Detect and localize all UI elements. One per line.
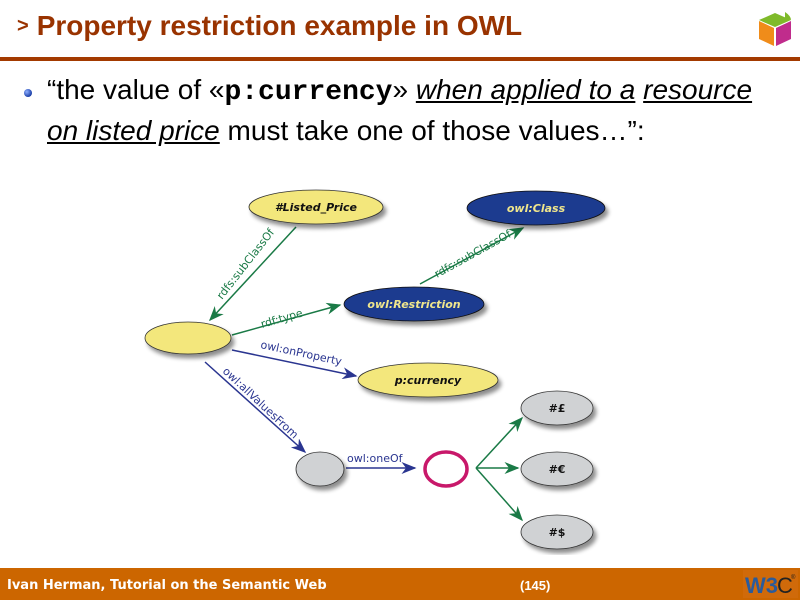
slide-header: > Property restriction example in OWL	[0, 0, 800, 61]
label-subclass-2: rdfs:subClassOf	[432, 227, 514, 281]
emphasis-1: when applied to a	[415, 74, 636, 105]
edge-rdf-type	[231, 302, 342, 336]
slide-title-text: Property restriction example in OWL	[36, 10, 523, 41]
svg-text:#€: #€	[549, 463, 566, 476]
chevron-icon: >	[17, 15, 29, 37]
node-blank-restriction	[144, 321, 232, 355]
edge-list-dollar	[475, 467, 523, 522]
label-subclass-1: rdfs:subClassOf	[214, 225, 278, 301]
svg-text:owl:Class: owl:Class	[507, 202, 566, 215]
svg-text:W3: W3	[745, 573, 778, 598]
owl-restriction-diagram: rdfs:subClassOf rdf:type rdfs:subClassOf…	[144, 189, 606, 550]
svg-text:p:currency: p:currency	[394, 374, 462, 387]
bullet-icon	[24, 89, 32, 97]
label-all-values-from: owl:allValuesFrom	[220, 365, 301, 442]
edge-on-property	[231, 349, 358, 380]
node-pound: #£	[520, 390, 594, 426]
node-blank-class	[295, 451, 345, 487]
edge-subclass-2	[419, 227, 525, 285]
emphasis-2: resource on listed price	[47, 74, 753, 146]
node-euro: #€	[520, 451, 594, 487]
footer-author: Ivan Herman, Tutorial on the Semantic We…	[7, 578, 327, 593]
svg-text:#Listed_Price: #Listed_Price	[275, 201, 358, 214]
svg-text:#$: #$	[549, 526, 566, 539]
label-on-property: owl:onProperty	[259, 338, 343, 368]
edge-all-values-from	[204, 361, 307, 454]
bullet-text: “the value of «p:currency» when applied …	[47, 74, 753, 146]
svg-text:#£: #£	[549, 402, 566, 415]
node-dollar: #$	[520, 514, 594, 550]
slide-footer: Ivan Herman, Tutorial on the Semantic We…	[0, 568, 800, 600]
svg-text:C: C	[777, 573, 793, 598]
node-owl-class: owl:Class	[466, 190, 606, 226]
label-one-of: owl:oneOf	[347, 452, 404, 465]
w3c-logo-icon: W3 C ®	[743, 570, 798, 598]
node-listed-price: #Listed_Price	[248, 189, 384, 225]
edge-subclass-1	[208, 226, 297, 322]
node-list-ring	[423, 450, 469, 488]
edge-list-pound	[475, 416, 524, 469]
semantic-web-cube-icon	[759, 12, 791, 46]
svg-text:®: ®	[791, 574, 796, 581]
slide-title: > Property restriction example in OWL	[17, 10, 522, 42]
page-number: (145)	[520, 578, 551, 593]
label-rdf-type: rdf:type	[259, 306, 304, 330]
svg-text:owl:Restriction: owl:Restriction	[367, 298, 460, 311]
node-p-currency: p:currency	[357, 362, 499, 398]
header-rule	[0, 57, 800, 61]
node-owl-restriction: owl:Restriction	[343, 286, 485, 322]
code-p-currency: p:currency	[224, 77, 393, 108]
